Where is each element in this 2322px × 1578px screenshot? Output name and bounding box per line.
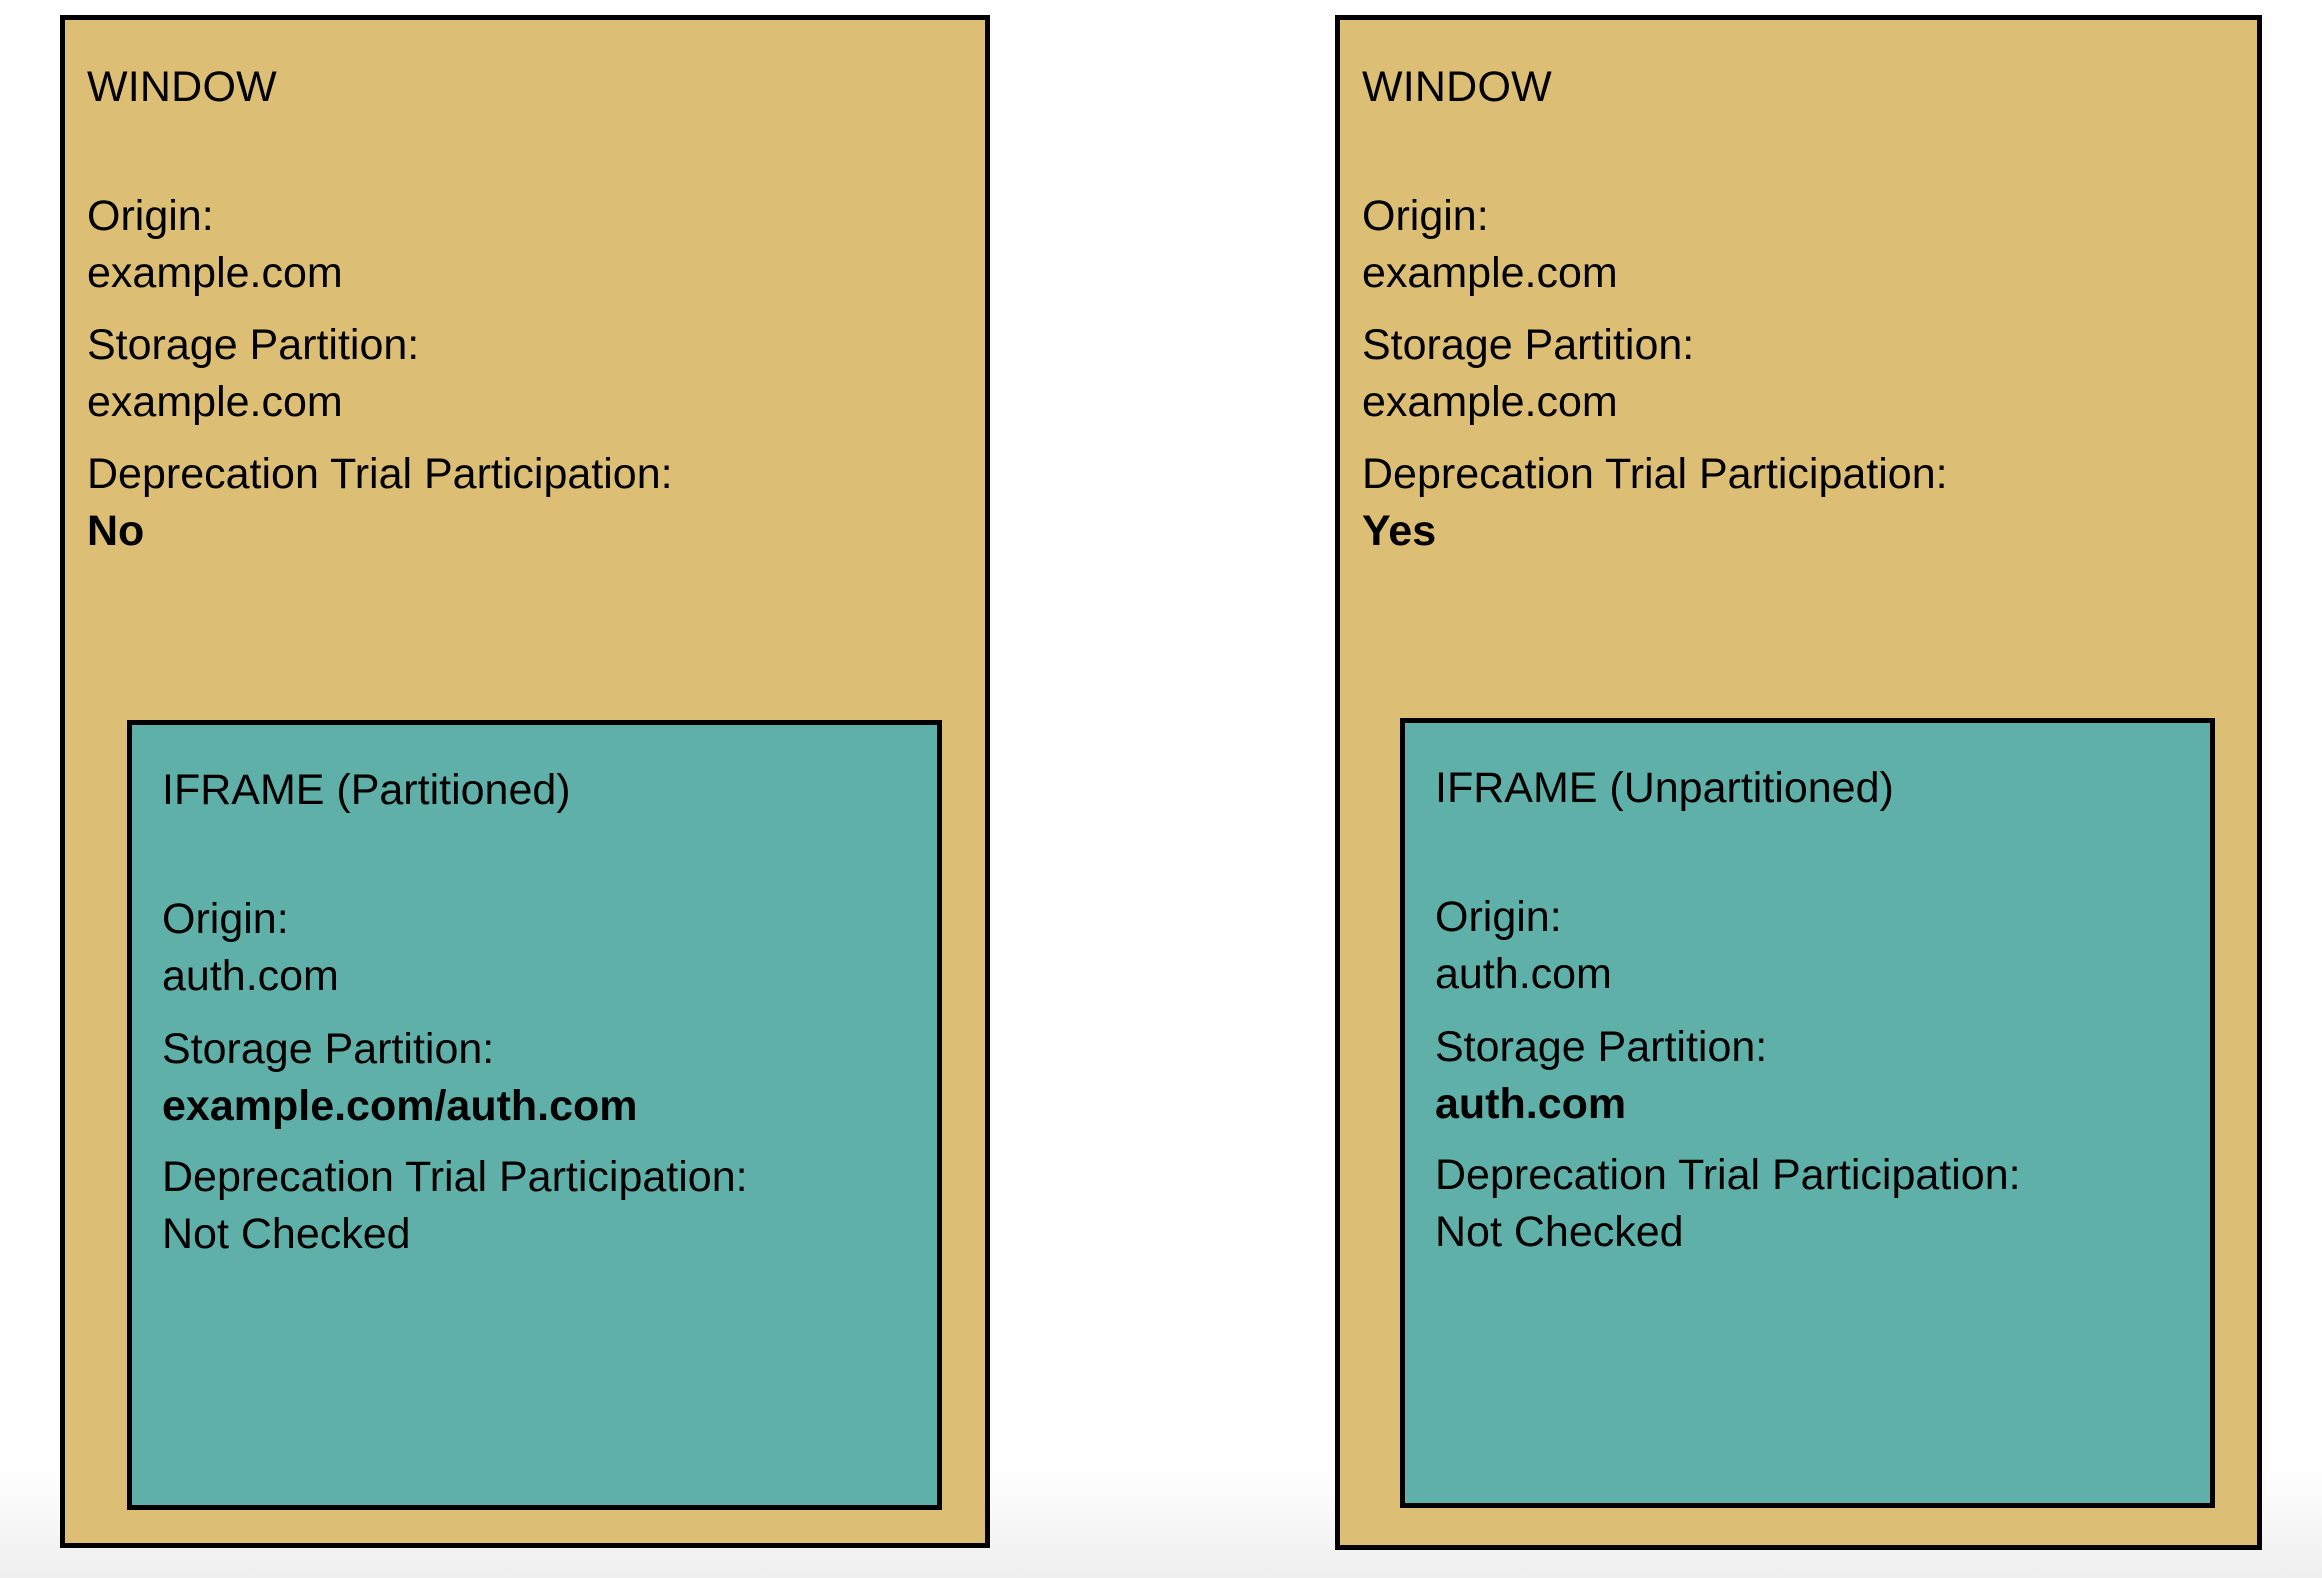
window-deprecation-trial-field: Deprecation Trial Participation: No [87, 446, 673, 560]
window-origin-label: Origin: [87, 192, 214, 240]
window-deprecation-trial-value: No [87, 507, 145, 555]
iframe-storage-partition-field: Storage Partition: example.com/auth.com [162, 1021, 638, 1135]
window-storage-partition-label: Storage Partition: [87, 321, 420, 369]
iframe-box-partitioned: IFRAME (Partitioned) Origin: auth.com St… [127, 720, 942, 1510]
iframe-storage-partition-label: Storage Partition: [1435, 1023, 1768, 1071]
iframe-origin-label: Origin: [162, 895, 289, 943]
iframe-title: IFRAME (Unpartitioned) [1435, 764, 1894, 812]
window-deprecation-trial-value: Yes [1362, 507, 1437, 555]
iframe-storage-partition-field: Storage Partition: auth.com [1435, 1019, 1767, 1133]
iframe-origin-value: auth.com [1435, 950, 1612, 998]
iframe-title: IFRAME (Partitioned) [162, 766, 571, 814]
iframe-storage-partition-value: auth.com [1435, 1080, 1627, 1128]
window-title: WINDOW [87, 63, 277, 111]
iframe-origin-label: Origin: [1435, 893, 1562, 941]
iframe-origin-field: Origin: auth.com [1435, 889, 1612, 1003]
window-title: WINDOW [1362, 63, 1552, 111]
window-storage-partition-value: example.com [87, 378, 343, 426]
iframe-origin-field: Origin: auth.com [162, 891, 339, 1005]
iframe-box-unpartitioned: IFRAME (Unpartitioned) Origin: auth.com … [1400, 718, 2215, 1508]
iframe-origin-value: auth.com [162, 952, 339, 1000]
window-origin-label: Origin: [1362, 192, 1489, 240]
window-origin-field: Origin: example.com [87, 188, 343, 302]
window-deprecation-trial-field: Deprecation Trial Participation: Yes [1362, 446, 1948, 560]
window-origin-field: Origin: example.com [1362, 188, 1618, 302]
iframe-deprecation-trial-label: Deprecation Trial Participation: [1435, 1151, 2021, 1199]
window-storage-partition-field: Storage Partition: example.com [1362, 317, 1694, 431]
window-storage-partition-label: Storage Partition: [1362, 321, 1695, 369]
iframe-deprecation-trial-field: Deprecation Trial Participation: Not Che… [162, 1149, 748, 1263]
iframe-deprecation-trial-value: Not Checked [162, 1210, 411, 1258]
window-deprecation-trial-label: Deprecation Trial Participation: [1362, 450, 1948, 498]
window-panel-partitioned: WINDOW Origin: example.com Storage Parti… [60, 15, 990, 1548]
iframe-storage-partition-label: Storage Partition: [162, 1025, 495, 1073]
window-deprecation-trial-label: Deprecation Trial Participation: [87, 450, 673, 498]
iframe-deprecation-trial-value: Not Checked [1435, 1208, 1684, 1256]
window-panel-unpartitioned: WINDOW Origin: example.com Storage Parti… [1335, 15, 2262, 1550]
iframe-deprecation-trial-field: Deprecation Trial Participation: Not Che… [1435, 1147, 2021, 1261]
window-storage-partition-value: example.com [1362, 378, 1618, 426]
iframe-storage-partition-value: example.com/auth.com [162, 1082, 638, 1130]
window-storage-partition-field: Storage Partition: example.com [87, 317, 419, 431]
iframe-deprecation-trial-label: Deprecation Trial Participation: [162, 1153, 748, 1201]
window-origin-value: example.com [1362, 249, 1618, 297]
window-origin-value: example.com [87, 249, 343, 297]
